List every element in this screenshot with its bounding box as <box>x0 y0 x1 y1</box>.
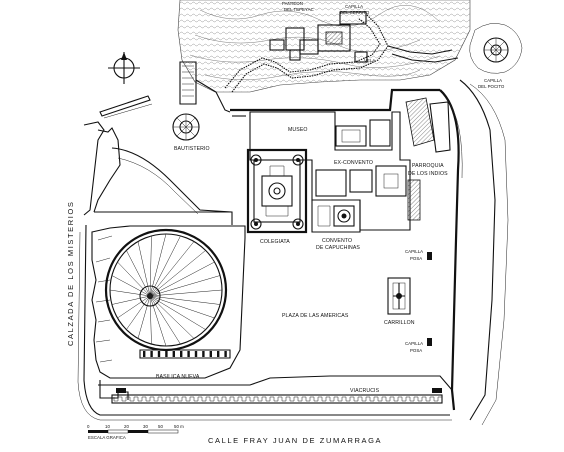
basilica-column <box>209 351 212 357</box>
basilica-nueva <box>91 225 246 379</box>
dome-rib <box>149 295 167 347</box>
label-del-tepeyac: DEL TEPEYAC <box>284 7 314 12</box>
dome-rib <box>137 295 151 339</box>
dome-rib <box>109 289 151 297</box>
dome-rib <box>149 295 206 330</box>
convento-de-capuchinas <box>311 199 361 233</box>
label-posa-top: POSA <box>410 256 422 261</box>
capilla-del-cerrito <box>269 11 368 63</box>
label-vela: VELA <box>364 58 375 63</box>
label-colegiata: COLEGIATA <box>260 239 290 245</box>
label-panteon: PANTEON <box>282 1 303 6</box>
museo-exconvento-block <box>249 111 411 231</box>
scale-bar: 0 10 20 30 50 50 m ESCALA GRAFICA <box>87 424 184 440</box>
colegiata-tower-sw <box>250 218 262 230</box>
capilla-posa-bottom <box>427 338 432 346</box>
label-basilica-nueva: BASILICA NUEVA <box>156 374 200 380</box>
colegiata-tower-se <box>292 218 304 230</box>
basilica-column <box>224 351 227 357</box>
label-del-cerrito: DEL CERRITO <box>340 10 370 15</box>
dome-rib <box>111 275 151 297</box>
street-calle-fray-juan-de-zumarraga: CALLE FRAY JUAN DE ZUMARRAGA <box>208 436 382 445</box>
label-capilla-posa-top: CAPILLA <box>405 249 423 254</box>
basilica-column <box>165 351 168 357</box>
north-arrow-icon <box>108 52 140 84</box>
scale-caption: ESCALA GRAFICA <box>88 435 126 440</box>
dome-rib <box>117 295 151 319</box>
scale-tick-50: 50 <box>158 424 163 429</box>
dome-rib <box>149 295 215 319</box>
basilica-column <box>187 351 190 357</box>
label-de-capuchinas: DE CAPUCHINAS <box>316 245 360 251</box>
basilica-column <box>143 351 146 357</box>
dome-rib <box>149 241 195 297</box>
capilla-del-pocito <box>469 23 523 74</box>
dome-rib <box>149 295 221 305</box>
scale-tick-20: 20 <box>124 424 129 429</box>
basilica-column <box>217 351 220 357</box>
label-museo: MUSEO <box>288 127 308 133</box>
parroquia-de-los-indios <box>405 97 451 221</box>
basilica-column <box>180 351 183 357</box>
western-garden <box>83 121 233 225</box>
label-plaza-americas: PLAZA DE LAS AMERICAS <box>282 313 349 319</box>
dome-rib <box>137 241 151 297</box>
basilica-column <box>150 351 153 357</box>
basilica-columns <box>143 351 227 357</box>
label-ex-convento: EX-CONVENTO <box>334 160 373 166</box>
dome-rib <box>149 289 223 297</box>
dome-rib <box>111 295 151 305</box>
dome-rib <box>149 295 152 345</box>
dome-rib <box>149 233 167 297</box>
dome-rib <box>126 250 151 297</box>
capilla-posa-top <box>427 252 432 260</box>
label-bautisterio: BAUTISTERIO <box>174 146 210 152</box>
basilica-column <box>194 351 198 357</box>
dome-rib <box>149 275 221 297</box>
colegiata-tower-ne <box>292 154 304 166</box>
scale-tick-10: 10 <box>105 424 110 429</box>
basilica-column <box>157 351 161 357</box>
label-carrillon: CARRILLON <box>384 320 415 326</box>
street-calzada-de-los-misterios: CALZADA DE LOS MISTERIOS <box>66 200 75 346</box>
label-capilla-posa-bottom: CAPILLA <box>405 341 423 346</box>
tepeyac-hill <box>177 0 471 93</box>
dome-rib <box>149 295 181 345</box>
dome-rib <box>149 235 181 297</box>
dome-rib <box>149 250 206 297</box>
dome-rib <box>149 295 195 339</box>
label-parroquia: PARROQUIA <box>412 163 444 169</box>
viacrucis <box>98 375 453 404</box>
colegiata <box>246 148 308 234</box>
label-convento: CONVENTO <box>322 238 352 244</box>
dome-rib <box>149 261 215 297</box>
basilica-column <box>202 351 205 357</box>
label-de-los-indios: DE LOS INDIOS <box>408 171 448 177</box>
label-posa-bottom: POSA <box>410 348 422 353</box>
scale-tick-0: 0 <box>87 424 90 429</box>
dome-rib <box>126 295 151 330</box>
basilica-dome-ribs <box>109 233 223 347</box>
bautisterio <box>172 61 231 141</box>
label-del-pocito: DEL POCITO <box>478 84 505 89</box>
carrillon <box>387 277 411 315</box>
scale-tick-30: 30 <box>143 424 148 429</box>
dome-rib <box>117 261 151 297</box>
colegiata-tower-nw <box>250 154 262 166</box>
dome-rib <box>149 235 152 297</box>
label-capilla-cerrito: CAPILLA <box>345 4 363 9</box>
label-viacrucis: VIACRUCIS <box>350 388 380 394</box>
label-capilla-pocito: CAPILLA <box>484 78 502 83</box>
basilica-column <box>172 351 175 357</box>
scale-tick-50m: 50 m <box>174 424 184 429</box>
